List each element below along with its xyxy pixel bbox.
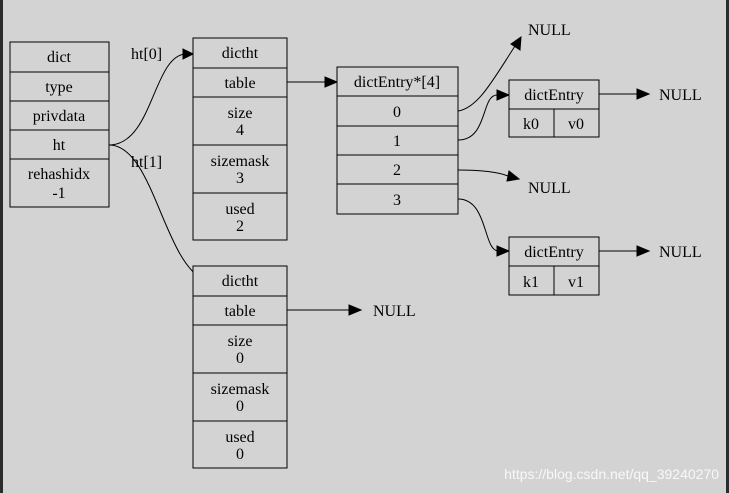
dictht0-used-label: used (225, 201, 254, 218)
dictht0-used-value: 2 (236, 218, 244, 235)
edge-label-ht0: ht[0] (131, 46, 162, 63)
edge-slot1-entry (457, 94, 498, 141)
dictht1-title: dictht (222, 273, 259, 290)
dictht0-size-value: 4 (236, 122, 244, 139)
table-slot-0: 0 (393, 104, 401, 121)
dictht1-sizemask-value: 0 (236, 398, 244, 415)
null-entry1-next: NULL (659, 87, 702, 104)
arrowhead-dictht1-table-null (348, 304, 363, 316)
dict-box (9, 41, 110, 208)
table-slot-1: 1 (393, 133, 401, 150)
dict-title: dict (47, 49, 72, 66)
arrowhead-ht0 (182, 48, 195, 60)
arrowhead-slot2-null (506, 170, 521, 182)
dictht1-size-label: size (228, 333, 253, 350)
edge-slot3-entry (457, 198, 499, 252)
dictht1-table: table (224, 303, 255, 320)
null-slot0: NULL (528, 22, 571, 39)
arrowhead-entry2-null (636, 245, 651, 257)
edge-ht1 (108, 144, 205, 281)
table-array-node: dictEntry*[4] 0 1 2 3 (336, 66, 459, 215)
table-slot-2: 2 (393, 162, 401, 179)
arrowhead-slot0-null (510, 35, 522, 51)
dict-entry-1-value: v0 (568, 116, 584, 133)
null-entry2-next: NULL (659, 244, 702, 261)
dictht0-table: table (224, 75, 255, 92)
dict-field-privdata: privdata (33, 108, 85, 125)
dict-field-ht: ht (53, 137, 66, 154)
dict-structure-diagram: dict type privdata ht rehashidx -1 ht[0]… (9, 22, 719, 482)
dict-field-rehashidx: rehashidx (28, 166, 90, 183)
dictht1-used-value: 0 (236, 446, 244, 463)
dictht1-size-value: 0 (236, 350, 244, 367)
dictht1-sizemask-label: sizemask (211, 381, 270, 398)
dictht0-sizemask-label: sizemask (211, 153, 270, 170)
dictht0-size-label: size (228, 105, 253, 122)
edge-label-ht1: ht[1] (131, 154, 162, 171)
arrowhead-slot1-entry (496, 89, 511, 101)
dictht1-box (192, 265, 288, 469)
diagram-canvas: dict type privdata ht rehashidx -1 ht[0]… (3, 0, 726, 493)
dictht0-node: dictht table size 4 sizemask 3 used 2 (192, 37, 288, 241)
edge-slot0-null (457, 45, 516, 112)
null-slot2: NULL (528, 180, 571, 197)
dict-entry-1: dictEntry k0 v0 (508, 79, 600, 138)
arrowhead-table-array (324, 76, 339, 88)
arrowhead-slot3-entry (496, 245, 511, 257)
dictht0-sizemask-value: 3 (236, 170, 244, 187)
dict-entry-1-title: dictEntry (524, 87, 584, 104)
arrowhead-entry1-null (636, 88, 651, 100)
dict-entry-2-value: v1 (568, 274, 584, 291)
table-slot-3: 3 (393, 192, 401, 209)
table-array-title: dictEntry*[4] (354, 74, 440, 91)
dictht1-node: dictht table size 0 sizemask 0 used 0 (192, 265, 288, 469)
dict-node: dict type privdata ht rehashidx -1 (9, 41, 110, 208)
dict-entry-2-title: dictEntry (524, 244, 584, 261)
dict-field-rehashidx-value: -1 (52, 185, 65, 202)
dict-entry-2-key: k1 (523, 274, 539, 291)
dictht0-box (192, 37, 288, 241)
dict-entry-1-key: k0 (523, 116, 539, 133)
dict-field-type: type (45, 79, 73, 96)
edge-slot2-null (457, 169, 509, 177)
null-dictht1-table: NULL (373, 303, 416, 320)
edge-ht0 (108, 53, 187, 146)
dictht0-title: dictht (222, 45, 259, 62)
dict-entry-2: dictEntry k1 v1 (508, 236, 600, 296)
dictht1-used-label: used (225, 429, 254, 446)
watermark: https://blog.csdn.net/qq_39240270 (504, 466, 719, 482)
